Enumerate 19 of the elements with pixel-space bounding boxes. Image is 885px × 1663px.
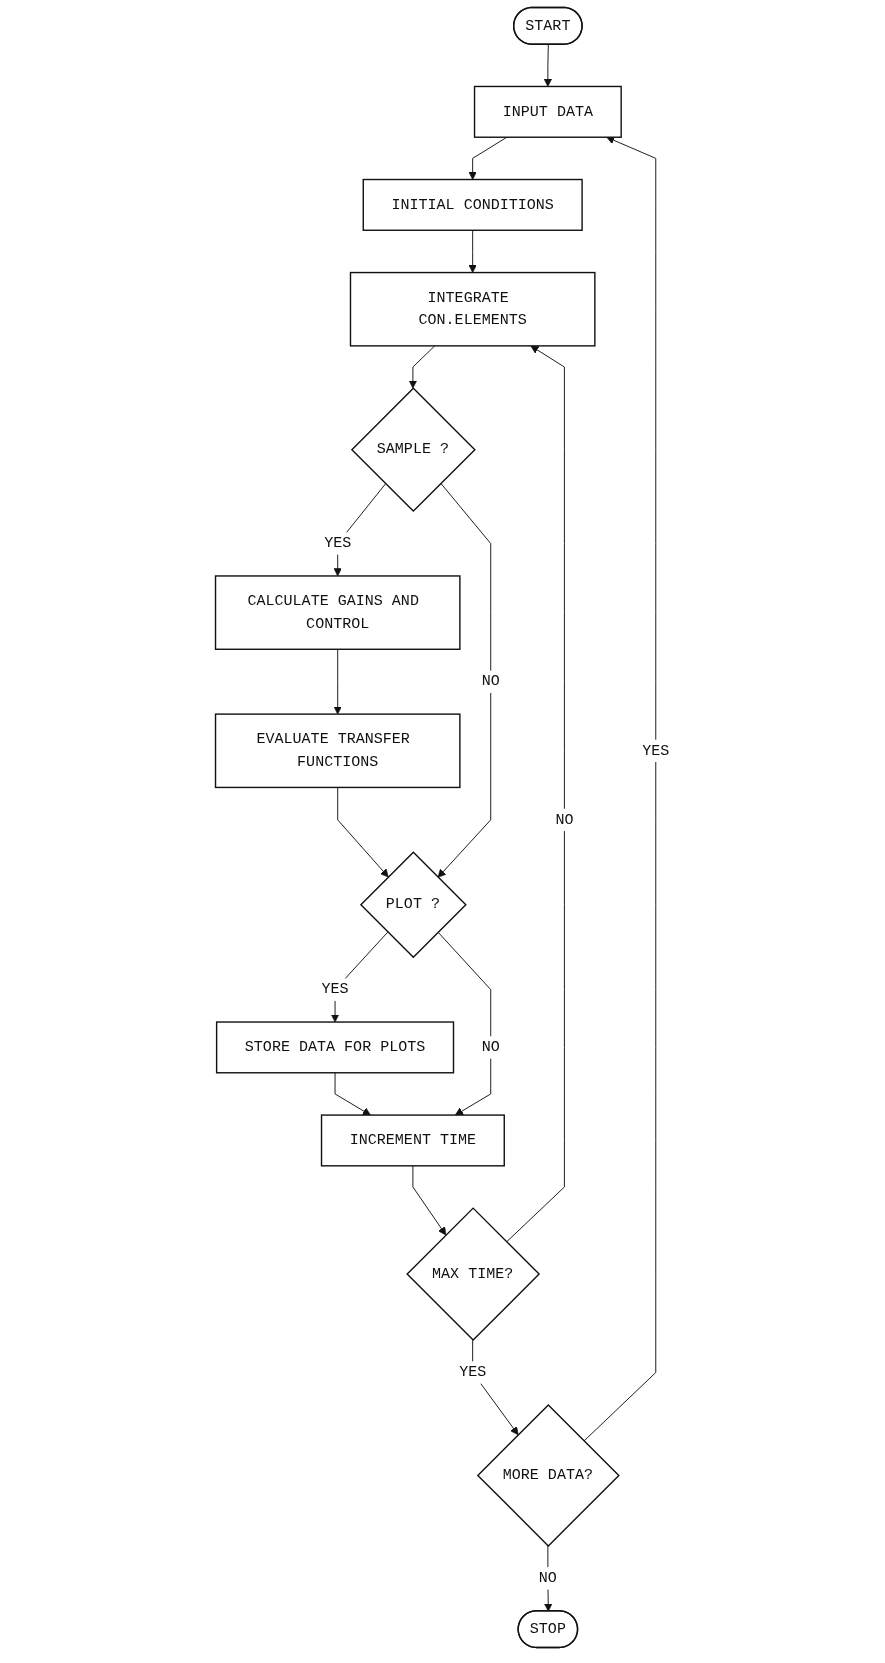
edge-label: YES	[642, 742, 670, 760]
node-diamond: SAMPLE ?	[350, 387, 476, 513]
node-box: CALCULATE GAINS AND CONTROL	[214, 575, 461, 650]
edge-label: YES	[459, 1364, 487, 1381]
node-box: STORE DATA FOR PLOTS	[216, 1021, 455, 1074]
node-diamond: MAX TIME?	[406, 1207, 541, 1342]
node-box: INCREMENT TIME	[320, 1114, 506, 1167]
edge-label: YES	[321, 981, 349, 999]
edge-label: YES	[324, 535, 352, 552]
edge-label: NO	[481, 1038, 500, 1056]
node-box: EVALUATE TRANSFER FUNCTIONS	[214, 713, 461, 789]
edge-label: NO	[538, 1569, 557, 1587]
node-diamond: MORE DATA?	[476, 1403, 620, 1547]
node-box: INTEGRATE CON.ELEMENTS	[349, 271, 596, 347]
node-diamond: PLOT ?	[360, 851, 467, 959]
edge-label: NO	[555, 811, 574, 829]
edge-label: NO	[481, 673, 500, 691]
node-box: INPUT DATA	[473, 85, 622, 138]
node-box: INITIAL CONDITIONS	[362, 178, 583, 231]
